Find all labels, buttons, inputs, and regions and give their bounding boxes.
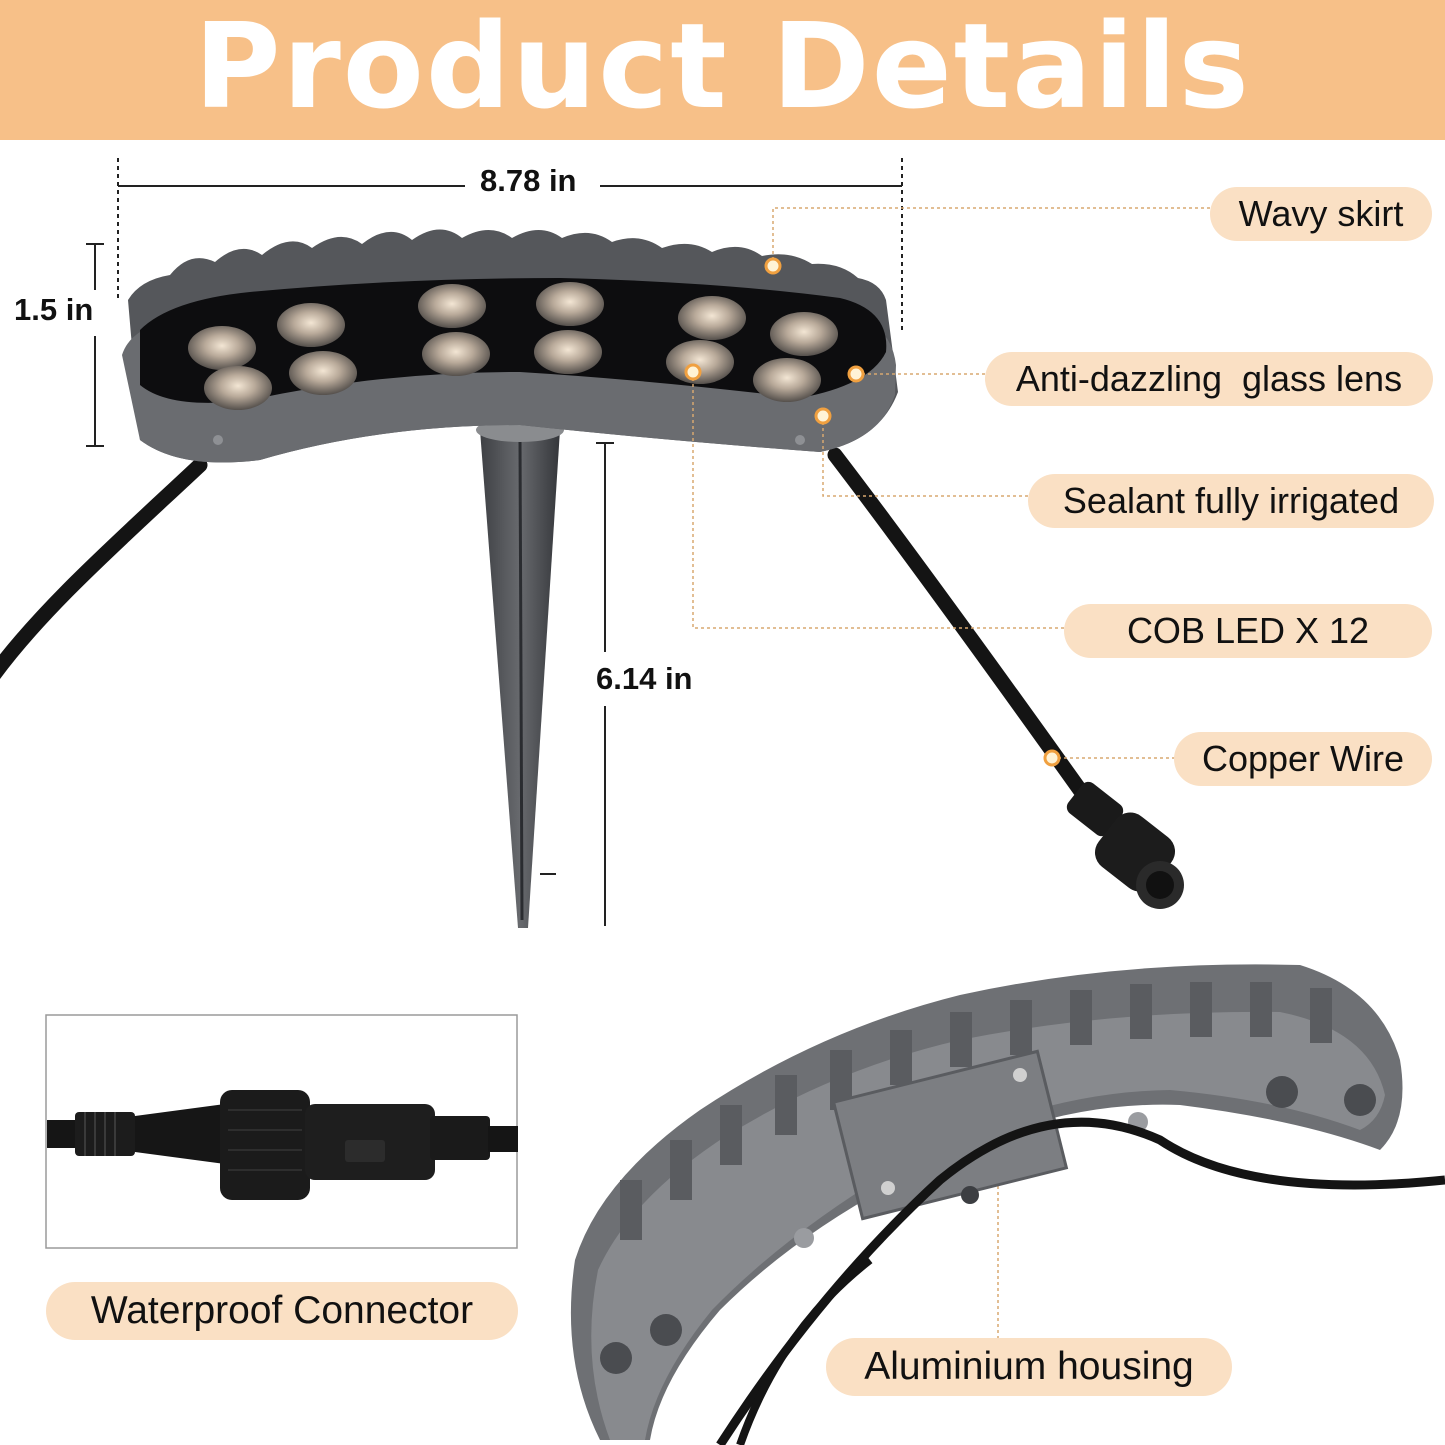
stake-dimension-label: 6.14 in	[596, 661, 693, 696]
callout-cob-led: COB LED X 12	[1064, 604, 1432, 658]
callout-aluminium-housing: Aluminium housing	[826, 1338, 1232, 1396]
page-title: Product Details	[194, 0, 1251, 135]
cable-connector-icon	[1066, 781, 1184, 909]
callout-sealant: Sealant fully irrigated	[1028, 474, 1434, 528]
stake-illustration	[476, 418, 564, 928]
dimension-lines	[86, 158, 903, 926]
callout-glass-lens: Anti-dazzling glass lens	[985, 352, 1433, 406]
height-dimension-label: 1.5 in	[14, 292, 94, 327]
title-banner: Product Details	[0, 0, 1445, 140]
connector-illustration	[45, 1014, 518, 1249]
callout-copper-wire: Copper Wire	[1174, 732, 1432, 786]
width-dimension-label: 8.78 in	[480, 163, 577, 198]
lamp-cables	[0, 447, 1088, 798]
callout-wavy-skirt: Wavy skirt	[1210, 187, 1432, 241]
led-array	[188, 282, 838, 410]
lamp-back-illustration	[570, 964, 1445, 1445]
callout-waterproof-connector: Waterproof Connector	[46, 1282, 518, 1340]
